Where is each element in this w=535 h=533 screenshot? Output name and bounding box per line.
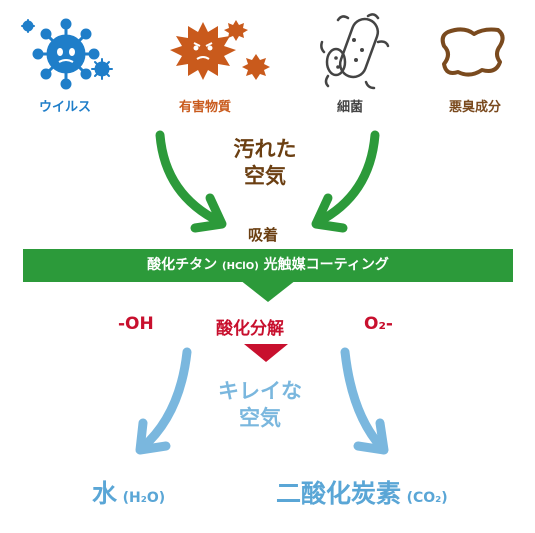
coating-part2: (HClO): [222, 261, 259, 272]
blue-arrow-left: [137, 347, 192, 453]
coating-label: 酸化チタン (HClO) 光触媒コーティング: [23, 249, 513, 282]
adsorption-label: 吸着: [247, 226, 278, 244]
reaction-superoxide: O₂-: [364, 314, 393, 334]
blue-arrow-right: [340, 347, 387, 453]
product-co2-name: 二酸化炭素: [276, 479, 402, 508]
product-co2-formula: (CO₂): [406, 490, 448, 506]
clean-air-label: キレイな 空気: [200, 378, 320, 432]
odor-icon: [440, 27, 505, 77]
virus-icon: [21, 18, 113, 90]
dirty-air-line2: 空気: [244, 164, 286, 188]
green-arrows: [155, 130, 380, 233]
pollutant-label-virus: ウイルス: [38, 100, 91, 115]
bacteria-icon: [320, 13, 390, 90]
green-arrow-left: [155, 130, 225, 227]
pollutant-label-harmful: 有害物質: [178, 100, 231, 115]
product-water-formula: (H₂O): [122, 490, 166, 506]
reaction-oxidative-decomposition: 酸化分解: [216, 319, 284, 339]
coating-part3: 光触媒コーティング: [263, 257, 389, 273]
product-water-name: 水: [92, 479, 118, 508]
product-co2: 二酸化炭素 (CO₂): [276, 474, 448, 510]
harmful-substance-icon: [170, 20, 270, 80]
dirty-air-line1: 汚れた: [233, 137, 297, 161]
red-triangle-icon: [244, 344, 288, 362]
product-water: 水 (H₂O): [92, 474, 165, 510]
green-arrow-right: [313, 130, 380, 227]
pollutant-label-bacteria: 細菌: [336, 100, 363, 115]
clean-air-line1: キレイな: [218, 379, 302, 403]
coating-part1: 酸化チタン: [147, 257, 218, 273]
blue-arrows: [135, 347, 389, 455]
reaction-hydroxyl: -OH: [118, 314, 154, 334]
coating-band: [23, 249, 513, 282]
band-pointer: [240, 280, 296, 302]
pollutant-label-odor: 悪臭成分: [448, 100, 501, 115]
clean-air-line2: 空気: [239, 406, 281, 430]
dirty-air-label: 汚れた 空気: [210, 136, 320, 190]
